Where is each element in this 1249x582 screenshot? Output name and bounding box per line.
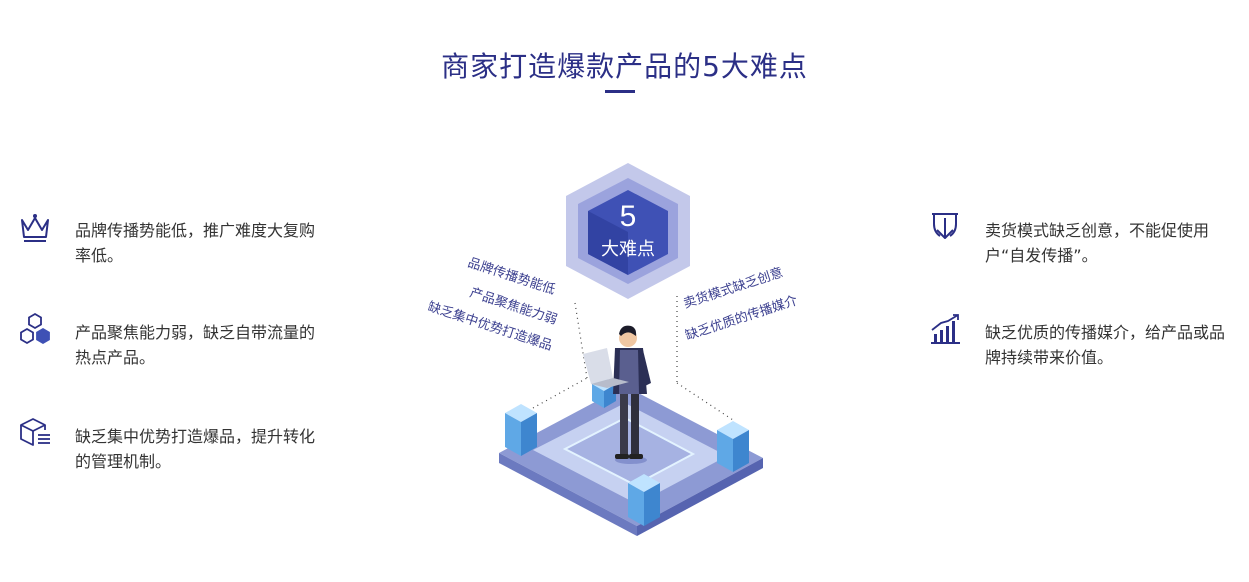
person-with-laptop xyxy=(583,325,651,464)
right-item-text: 卖货模式缺乏创意，不能促使用户“自发传播”。 xyxy=(985,221,1210,265)
badge-label: 大难点 xyxy=(601,239,655,260)
corner-cube-left xyxy=(505,404,537,456)
right-item-text: 缺乏优质的传播媒介，给产品或品牌持续带来价值。 xyxy=(985,323,1226,367)
badge-number: 5 xyxy=(620,200,637,233)
bar-chart-icon xyxy=(931,314,960,344)
corner-cube-front xyxy=(628,474,660,526)
download-arrow-icon xyxy=(932,213,958,239)
corner-cube-right xyxy=(717,421,749,472)
hexagons-icon xyxy=(20,312,50,345)
left-item-text: 品牌传播势能低，推广难度大复购率低。 xyxy=(75,221,316,265)
left-item-text: 产品聚焦能力弱，缺乏自带流量的热点产品。 xyxy=(75,323,316,367)
center-illustration: 5 大难点 品牌传播势能低 产品聚焦能力弱 缺乏集中优势打造爆品 卖货模式缺乏创… xyxy=(415,158,835,543)
left-item-text: 缺乏集中优势打造爆品，提升转化的管理机制。 xyxy=(75,427,316,471)
crown-icon xyxy=(21,214,49,242)
page-title: 商家打造爆款产品的5大难点 xyxy=(441,50,808,83)
dotted-connectors xyxy=(532,296,734,421)
box-icon xyxy=(20,418,50,446)
title-underline xyxy=(605,90,635,93)
difficulty-badge: 5 大难点 xyxy=(566,163,690,299)
